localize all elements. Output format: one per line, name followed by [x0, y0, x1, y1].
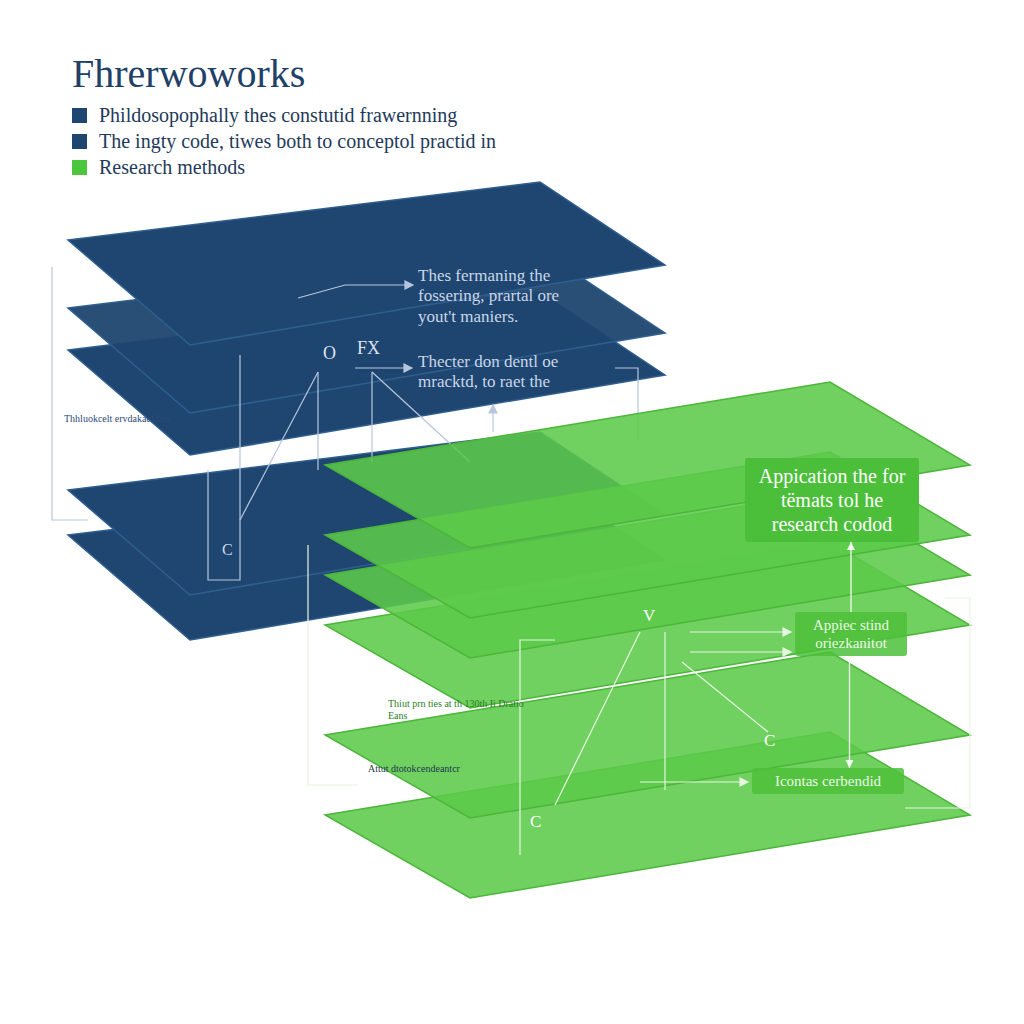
- connector: [849, 656, 850, 768]
- text-box: Appication the for tëmats tol he researc…: [745, 458, 919, 542]
- plane-label: Thecter don dentl oe mracktd, to raet th…: [418, 352, 593, 393]
- plane-label: C: [530, 812, 541, 832]
- box-text: Appication the for tëmats tol he researc…: [751, 464, 913, 536]
- legend-swatch: [72, 134, 87, 149]
- legend-row: Phildosopophally thes constutid frawernn…: [72, 104, 457, 127]
- text-box: Appiec stind oriezkanitot: [795, 612, 907, 656]
- legend-swatch: [72, 160, 87, 175]
- text-box: Icontas cerbendid: [752, 768, 904, 794]
- plane-label: V: [643, 606, 655, 626]
- legend-swatch: [72, 108, 87, 123]
- connector: [850, 542, 851, 612]
- plane-label: Thes fermaning the fossering, prartal or…: [418, 266, 588, 327]
- plane-label: Attut dtotokcendeantcr: [368, 763, 460, 775]
- plane-label: Thhluokcelt ervdakaeldnts: [64, 413, 170, 425]
- legend-text: Research methods: [99, 156, 245, 178]
- box-text: Icontas cerbendid: [756, 772, 900, 790]
- plane-label: Thiut prn ties at th 130th Ii Dratio Ean…: [388, 698, 538, 722]
- arrow-head: [846, 760, 854, 768]
- legend-row: Research methods: [72, 156, 245, 179]
- box-text: Appiec stind oriezkanitot: [799, 616, 903, 652]
- plane-label: C: [764, 731, 775, 751]
- plane-label: O: [323, 343, 336, 365]
- green-lines: [308, 545, 970, 855]
- legend-text: Phildosopophally thes constutid frawernn…: [99, 104, 457, 126]
- plane-label: C: [222, 540, 233, 559]
- green-planes: [325, 382, 970, 898]
- legend-row: The ingty code, tiwes both to conceptol …: [72, 130, 496, 153]
- plane-label: FX: [357, 338, 380, 360]
- diagram-title: Fhrerwoworks: [72, 50, 305, 98]
- arrow-head: [847, 542, 855, 550]
- legend-text: The ingty code, tiwes both to conceptol …: [99, 130, 496, 152]
